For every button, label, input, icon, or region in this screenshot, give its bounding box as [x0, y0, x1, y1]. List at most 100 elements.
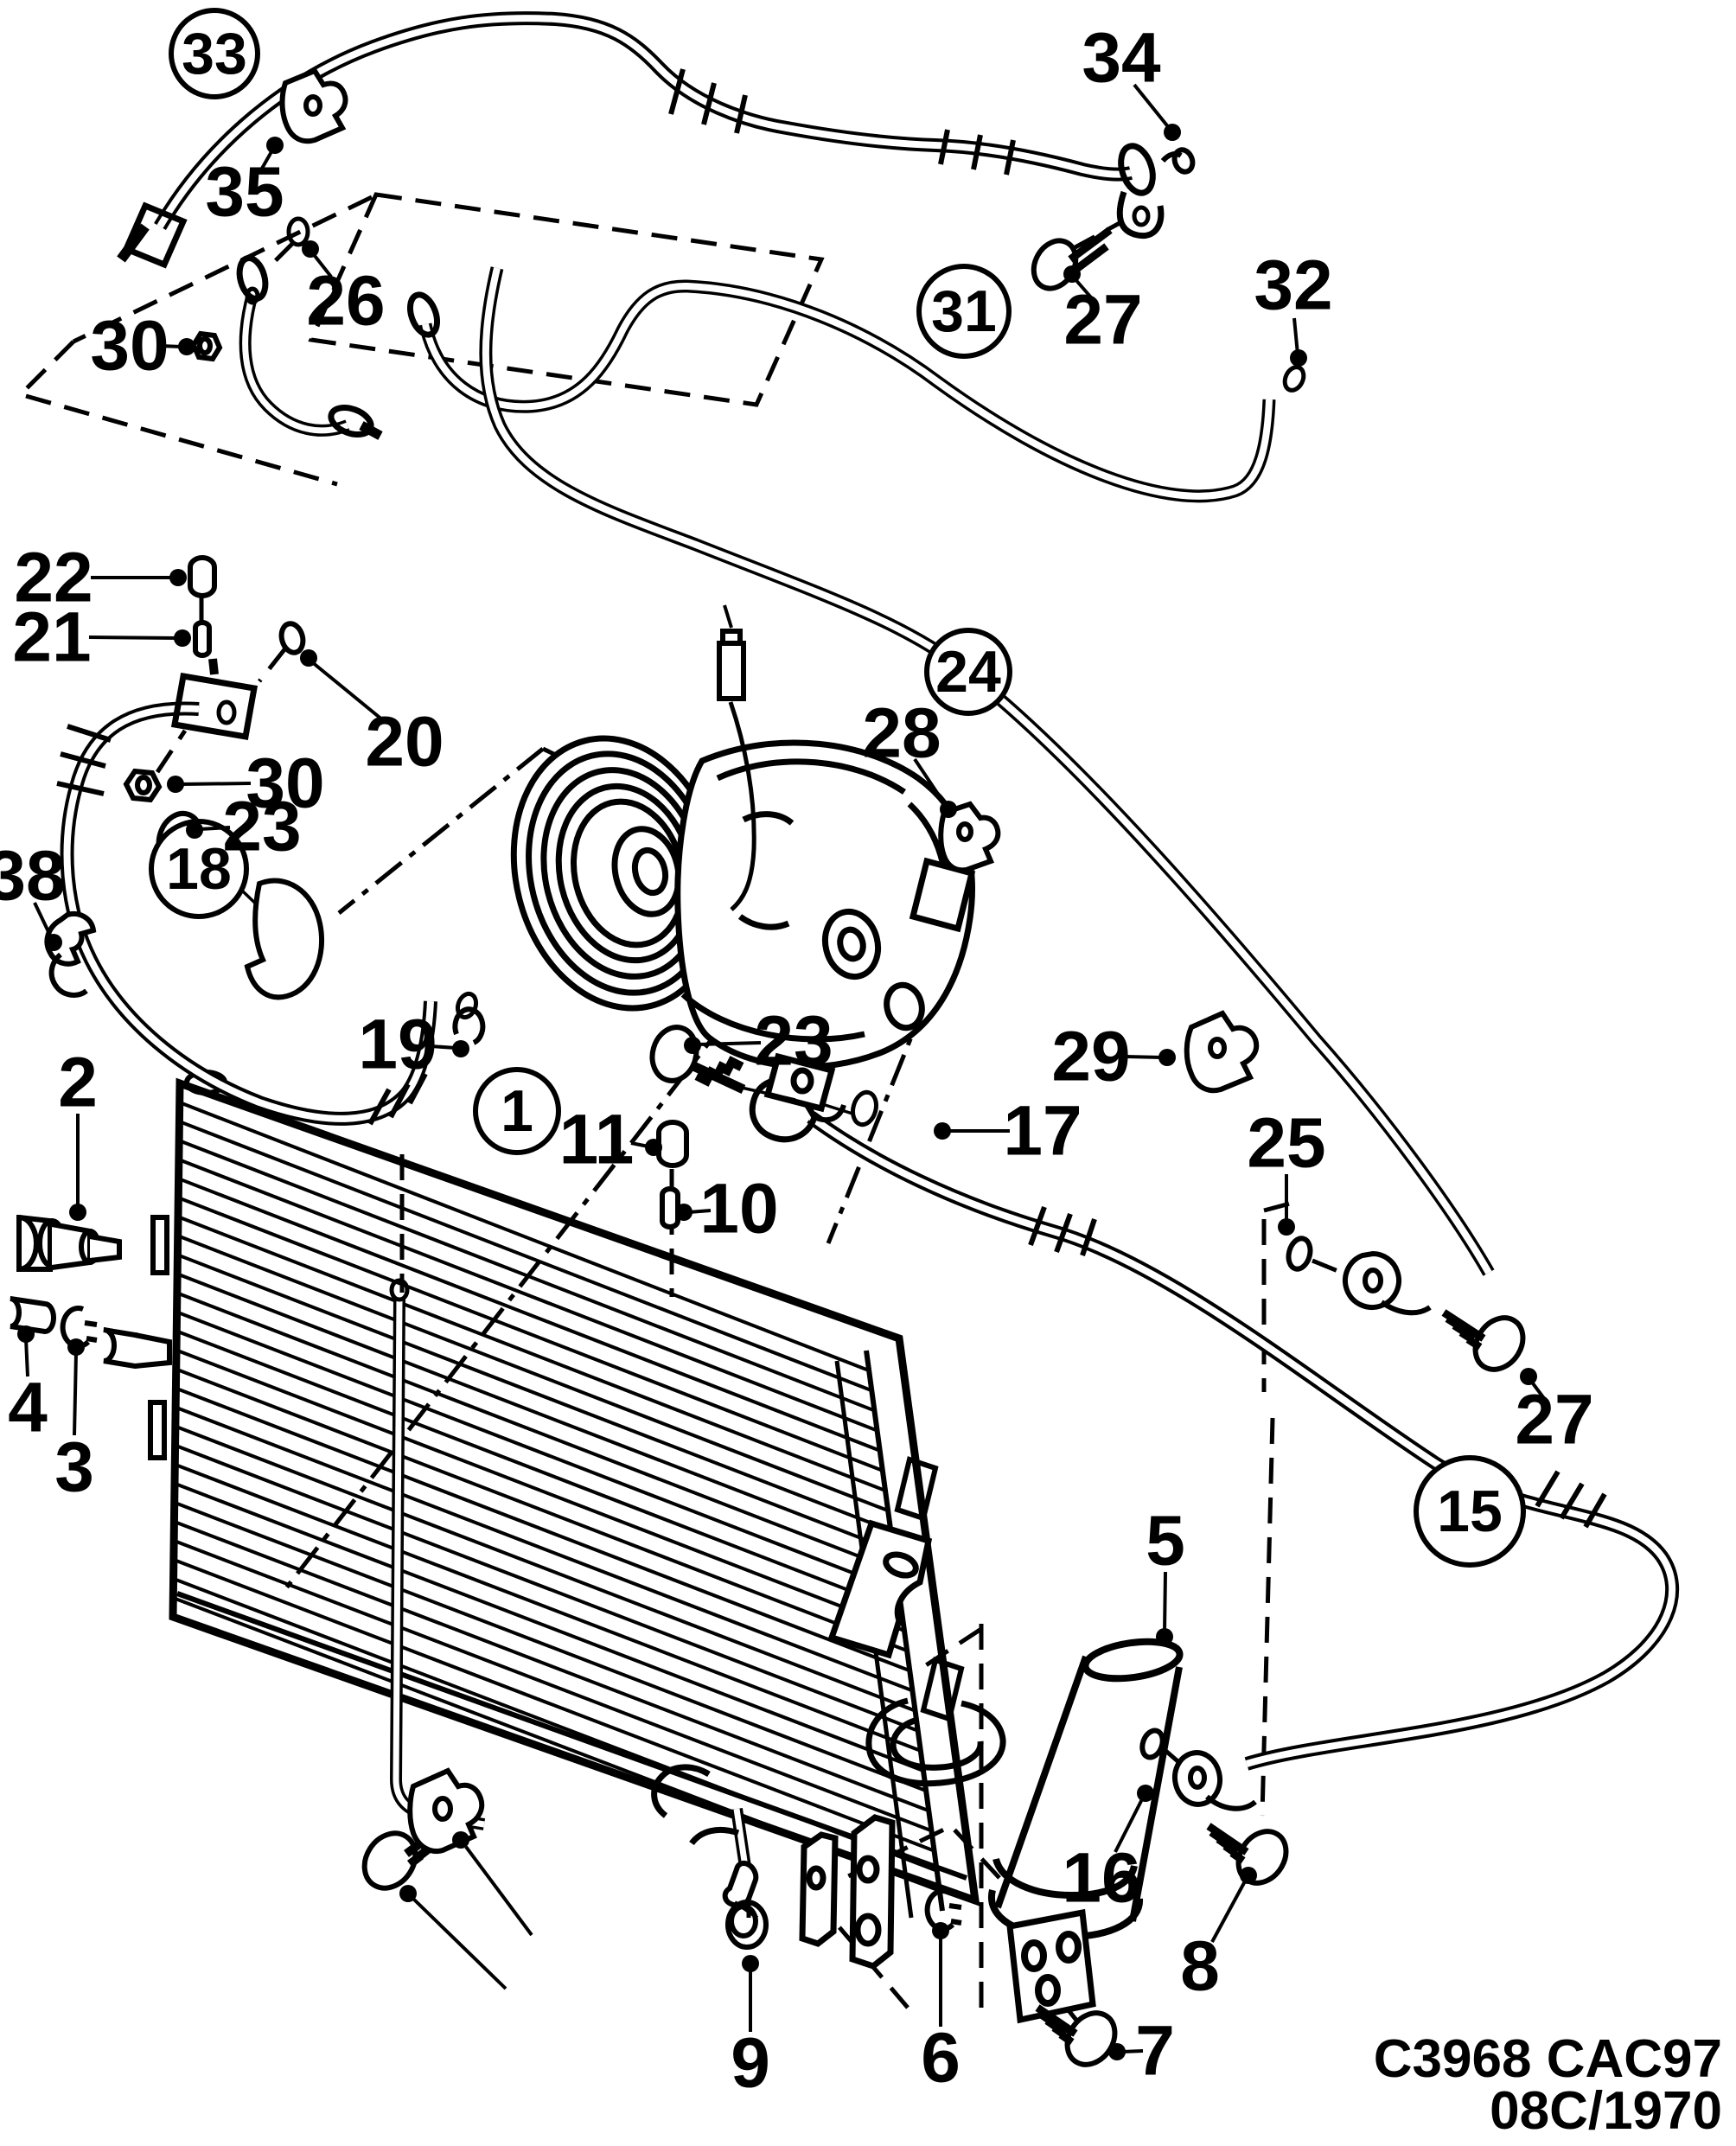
callout-34-dot: [1164, 124, 1181, 141]
callout-19: 19: [358, 1006, 437, 1084]
callout-9: 9: [731, 2024, 770, 2103]
hose-15-end-flange: [1172, 1750, 1257, 1811]
callout-35-dot: [266, 137, 284, 154]
bracket-upper: [827, 1519, 933, 1659]
o-ring-20: [278, 621, 306, 655]
callout-11-dot: [645, 1139, 662, 1156]
callout-22-dot: [169, 569, 187, 586]
callout-5: 5: [1146, 1502, 1185, 1581]
callout-26-dot: [302, 240, 319, 258]
bracket-plate-1: [849, 1814, 896, 1970]
callout-2: 2: [58, 1044, 98, 1122]
hose-33: [117, 11, 1196, 269]
hose-18: [56, 658, 479, 1126]
hose-33-flange: [1118, 143, 1156, 196]
o-ring-26: [286, 216, 310, 247]
hose-18-fitting-block: [170, 672, 258, 741]
callout-21-dot: [174, 629, 191, 647]
callout-24: 24: [935, 639, 1001, 705]
callout-18: 18: [166, 836, 232, 902]
callout-1: 1: [501, 1078, 533, 1144]
callout-27: 27: [1063, 281, 1142, 360]
callout-7-leader: [1121, 2049, 1144, 2053]
mount-brackets: [651, 1519, 1006, 1970]
callout-8-dot: [1240, 1867, 1257, 1884]
valve-9: [722, 1861, 769, 1950]
callout-16: 16: [1062, 1839, 1140, 1918]
compressor: [510, 604, 976, 1113]
callout-23-leader: [697, 1041, 762, 1046]
callout-4: 4: [8, 1369, 48, 1447]
callout-25: 25: [1247, 1104, 1325, 1183]
callout-29-dot: [1158, 1049, 1176, 1066]
callout-10-dot: [675, 1204, 692, 1221]
pressure-switch-2: [16, 1214, 122, 1273]
plug-4: [10, 1296, 56, 1335]
compressor-sensor: [717, 604, 756, 911]
grommet-pipe-26: [236, 216, 383, 440]
callout-35: 35: [205, 153, 284, 232]
o-ring-25: [1286, 1236, 1313, 1272]
callout-7: 7: [1135, 2012, 1175, 2091]
callout-4-dot: [17, 1325, 35, 1343]
callout-10: 10: [699, 1170, 778, 1249]
small-parts: [10, 67, 1526, 2067]
callout-23: 23: [754, 1002, 833, 1081]
unlabeled-1-dot: [452, 1831, 469, 1849]
callout-11: 11: [559, 1101, 635, 1179]
callout-23-dot: [684, 1037, 701, 1054]
callout-25-dot: [1278, 1218, 1295, 1236]
callout-15-circle: [1414, 1455, 1526, 1568]
callout-9-dot: [742, 1955, 759, 1972]
o-ring-32: [1282, 365, 1306, 393]
callout-3-leader: [73, 1351, 78, 1436]
callout-2-dot: [69, 1204, 86, 1221]
callout-34-leader: [1133, 83, 1171, 131]
hose-33-end-fitting: [122, 201, 188, 269]
callout-5-dot: [1156, 1628, 1173, 1645]
callout-8-leader: [1210, 1879, 1248, 1943]
callout-17-dot: [934, 1122, 951, 1140]
callout-27: 27: [1515, 1381, 1593, 1459]
clip-35: [279, 67, 348, 144]
callout-30-leader: [180, 782, 252, 786]
callout-28-leader: [913, 757, 948, 808]
callout-31: 31: [931, 278, 997, 344]
callout-21-leader: [88, 635, 178, 640]
callout-30-dot: [167, 776, 184, 793]
pin-21: [193, 620, 212, 658]
bolt-7: [1035, 2004, 1118, 2067]
callout-17: 17: [1003, 1092, 1082, 1171]
callout-30: 30: [90, 307, 169, 386]
callout-32: 32: [1254, 246, 1332, 325]
callout-29: 29: [1051, 1018, 1130, 1096]
callout-20: 20: [365, 703, 444, 782]
callout-23: 23: [222, 788, 301, 866]
callout-26-leader: [310, 251, 333, 278]
callout-31-circle: [916, 264, 1012, 359]
callout-38-dot: [45, 934, 62, 951]
callout-16-dot: [1137, 1785, 1154, 1802]
hose-15-elbow-flange: [749, 1076, 818, 1143]
callout-38-leader: [33, 902, 54, 940]
callout-28: 28: [862, 694, 941, 773]
callout-3-dot: [67, 1338, 85, 1356]
condenser-header-line: [864, 1350, 945, 1912]
part-code-line-1: C3968 CAC97: [1374, 2029, 1722, 2089]
callout-10-leader: [688, 1209, 712, 1214]
nut-30b: [123, 768, 163, 803]
callout-27-dot: [1520, 1368, 1537, 1385]
callout-33-circle: [169, 8, 260, 99]
grommet-a: [236, 255, 269, 302]
callout-28-dot: [940, 801, 957, 818]
washer-34: [1160, 151, 1183, 163]
callout-30: 30: [246, 744, 324, 823]
unlabeled-0-leader: [412, 1897, 507, 1990]
cap-11: [656, 1120, 689, 1168]
callout-8: 8: [1180, 1927, 1220, 2006]
hose-33-flange-ear: [1116, 190, 1165, 240]
unlabeled-1-leader: [464, 1845, 533, 1937]
condenser: [148, 1070, 980, 1919]
